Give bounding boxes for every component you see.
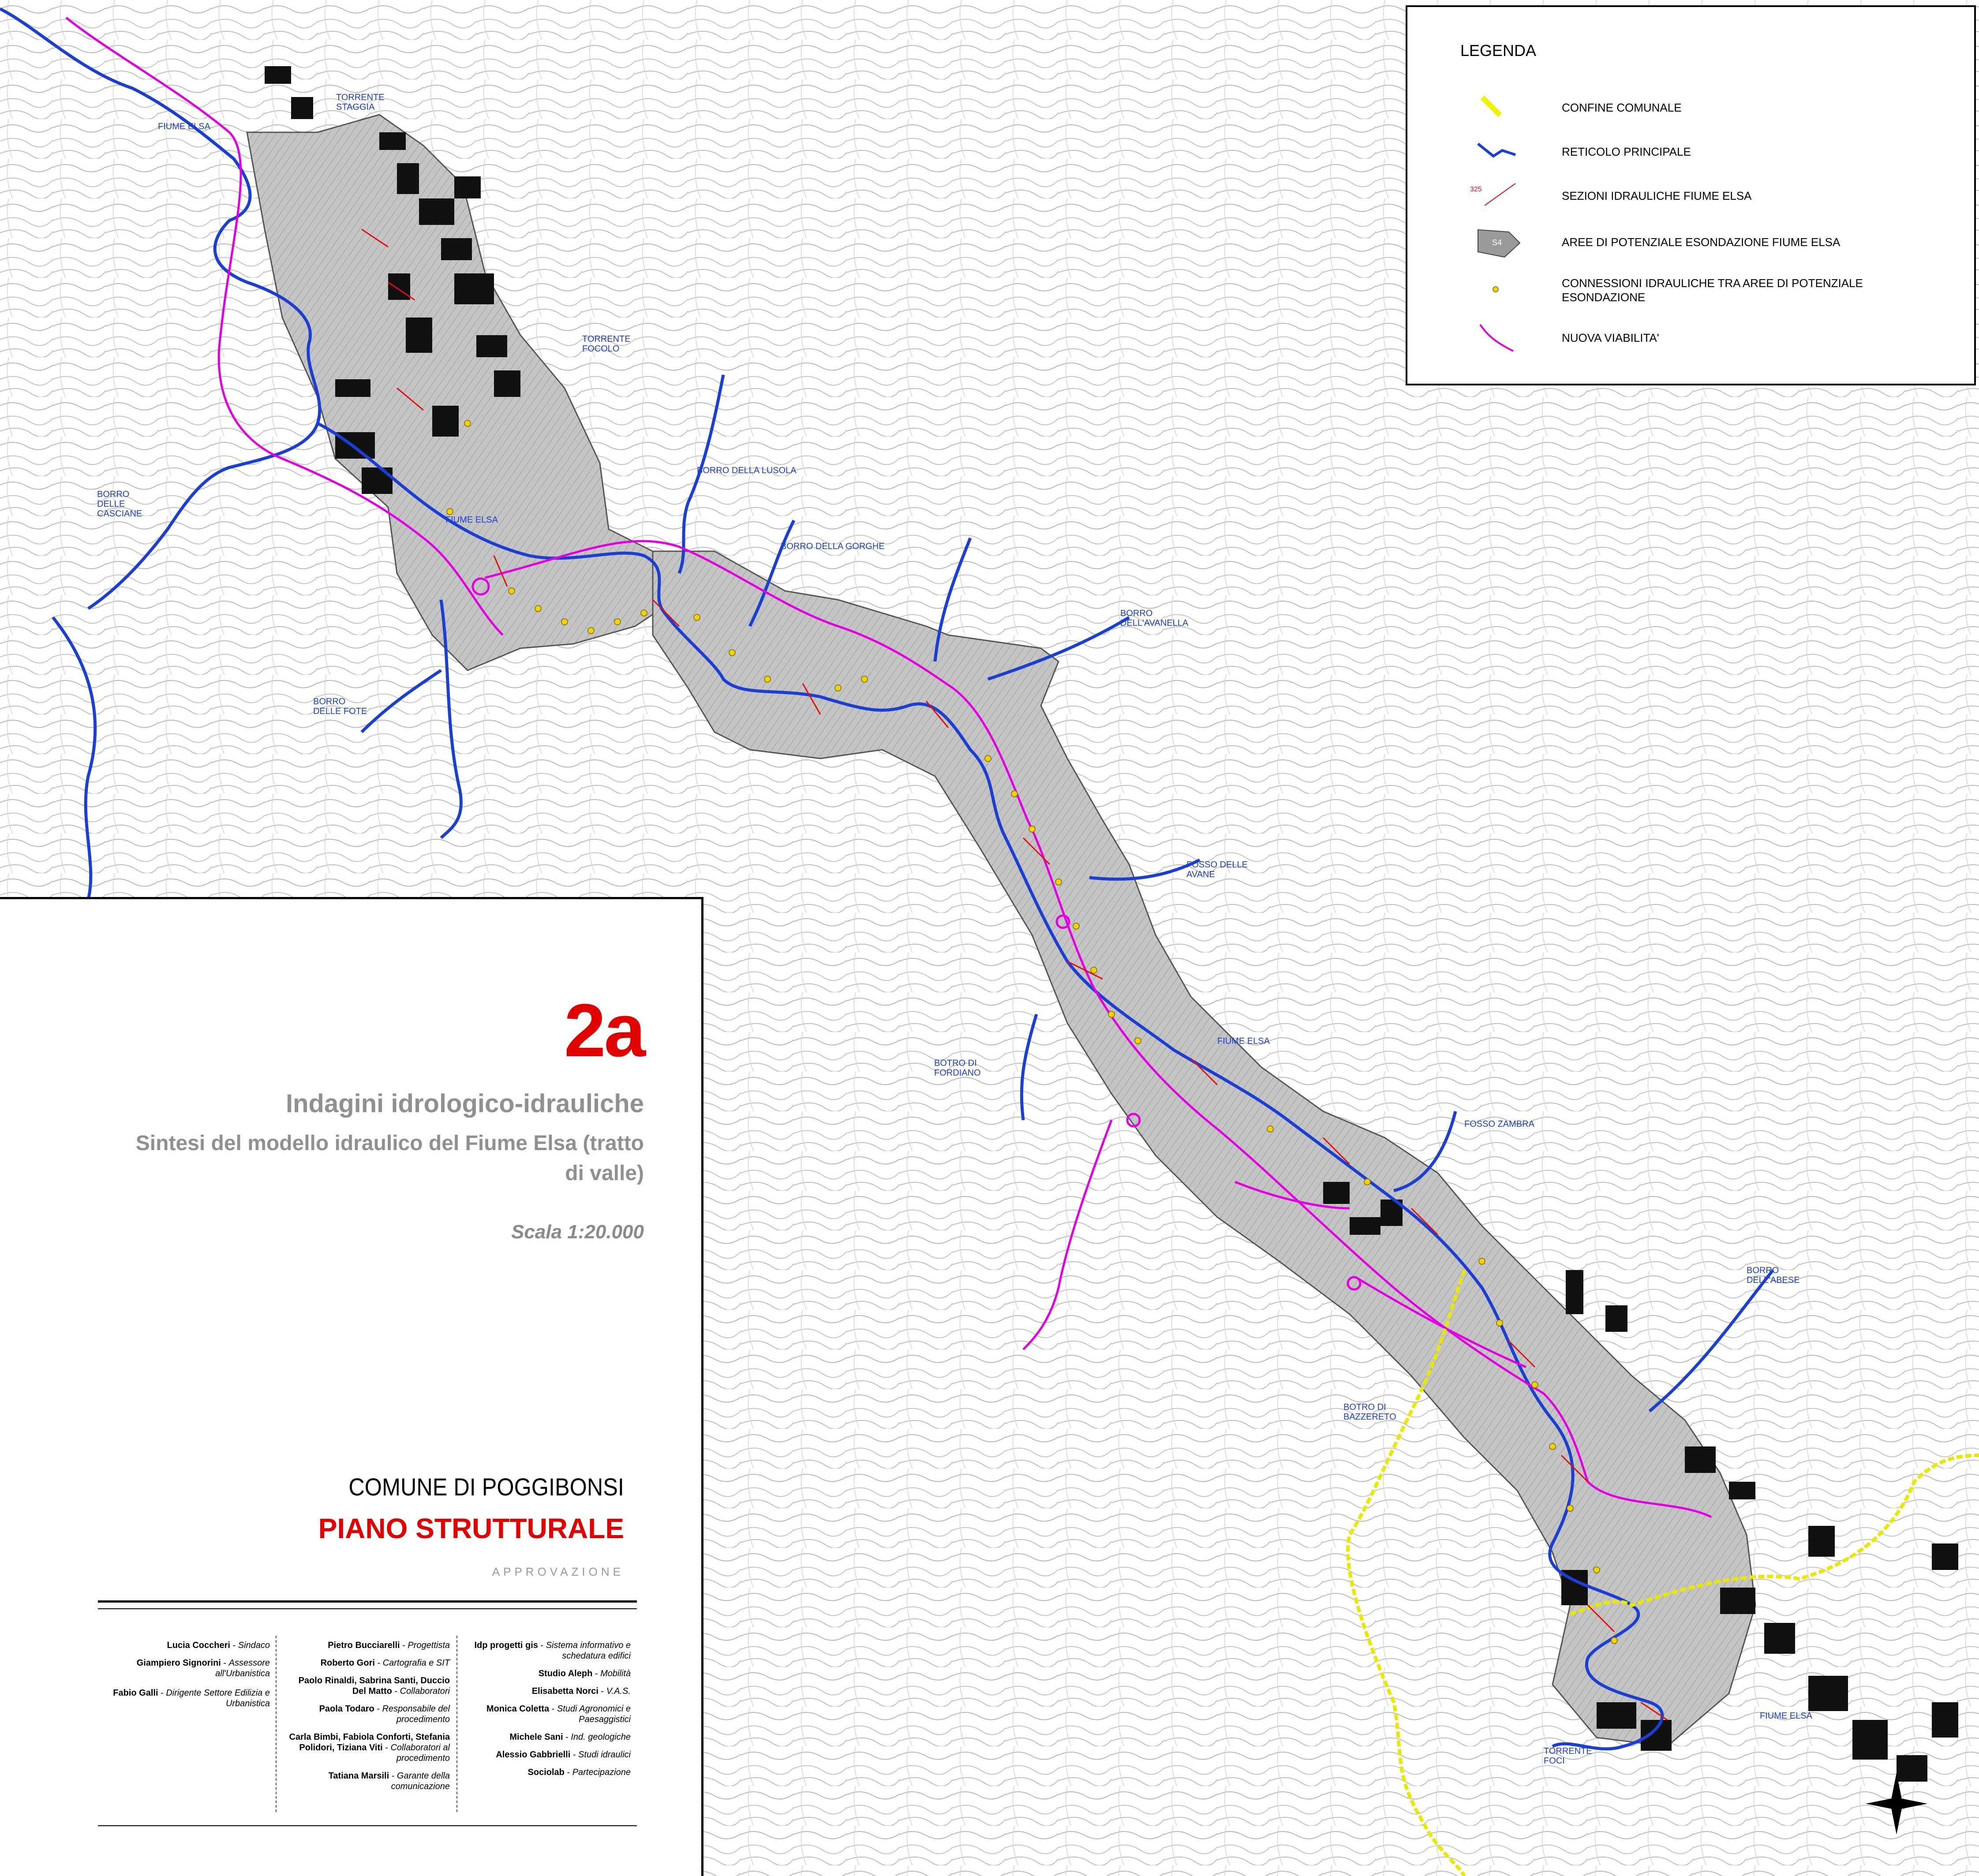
- plan-name: PIANO STRUTTURALE: [318, 1513, 624, 1544]
- north-arrow-icon: [1866, 1773, 1927, 1835]
- section-symbol-icon: 325: [1470, 183, 1516, 206]
- credit-entry: Studio Aleph - Mobilità: [538, 1669, 631, 1678]
- credit-entry: Lucia Coccheri - Sindaco: [167, 1641, 270, 1650]
- legend-label: AREE DI POTENZIALE ESONDAZIONE FIUME ELS…: [1562, 235, 1841, 249]
- sheet-subtitle: Sintesi del modello idraulico del Fiume …: [135, 1132, 644, 1185]
- river-network: [0, 7, 1774, 1751]
- credit-entry: Giampiero Signorini - Assessore all'Urba…: [136, 1658, 270, 1678]
- legend-item-roads: NUOVA VIABILITA': [1407, 320, 1972, 360]
- legend-label: RETICOLO PRINCIPALE: [1562, 145, 1691, 158]
- credit-entry: Roberto Gori - Cartografia e SIT: [320, 1658, 450, 1668]
- credit-entry: Paola Todaro - Responsabile del procedim…: [319, 1704, 450, 1724]
- map-label: FOSSO ZAMBRA: [1464, 1119, 1534, 1129]
- credit-entry: Tatiana Marsili - Garante della comunica…: [328, 1771, 450, 1791]
- credit-entry: Pietro Bucciarelli - Progettista: [328, 1641, 450, 1650]
- credit-entry: Monica Coletta - Studi Agronomici e Paes…: [486, 1704, 631, 1724]
- map-label: BORRO DELLA GORGHE: [781, 542, 885, 551]
- map-label: BORRO DELL'ABESE: [1747, 1266, 1800, 1285]
- divider: [98, 1608, 637, 1609]
- map-label: FOSSO DELLE AVANE: [1186, 860, 1248, 879]
- svg-text:S4: S4: [1492, 238, 1502, 247]
- comune-name: COMUNE DI POGGIBONSI: [348, 1473, 624, 1501]
- legend-label: NUOVA VIABILITA': [1562, 331, 1659, 344]
- credits-column-3: Idp progetti gis - Sistema informativo e…: [463, 1640, 631, 1785]
- legend-label: CONNESSIONI IDRAULICHE TRA AREE DI POTEN…: [1562, 277, 1863, 304]
- legend-item-sections: 325 SEZIONI IDRAULICHE FIUME ELSA: [1407, 179, 1972, 219]
- credit-entry: Paolo Rinaldi, Sabrina Santi, Duccio Del…: [298, 1676, 450, 1696]
- legend-box: LEGENDA CONFINE COMUNALE RETICOLO PRINCI…: [1406, 5, 1976, 385]
- credit-entry: Sociolab - Partecipazione: [527, 1768, 631, 1777]
- urban-buildings: [265, 66, 1958, 1782]
- connection-symbol-icon: [1493, 286, 1499, 292]
- svg-text:325: 325: [1470, 186, 1482, 193]
- map-label: BORRO DELLA LUSOLA: [697, 466, 797, 475]
- roundabouts: [471, 577, 1362, 1291]
- credit-entry: Idp progetti gis - Sistema informativo e…: [474, 1641, 631, 1661]
- map-label: BORRO DELLE CASCIANE: [97, 490, 142, 519]
- title-panel: 2a Indagini idrologico-idrauliche Sintes…: [0, 897, 703, 1876]
- new-roads: [65, 17, 1712, 1518]
- credits-column-1: Lucia Coccheri - Sindaco Giampiero Signo…: [98, 1640, 270, 1716]
- municipal-boundary: [1346, 1269, 1979, 1876]
- approval-stage: APPROVAZIONE: [492, 1565, 624, 1578]
- map-label: TORRENTE FOCOLO: [582, 334, 631, 354]
- legend-item-flood-areas: S4 AREE DI POTENZIALE ESONDAZIONE FIUME …: [1407, 225, 1972, 265]
- sheet-number: 2a: [564, 989, 646, 1073]
- legend-label: CONFINE COMUNALE: [1562, 101, 1682, 114]
- column-separator: [276, 1636, 277, 1812]
- road-symbol-icon: [1479, 324, 1514, 352]
- map-label: TORRENTE STAGGIA: [336, 93, 385, 112]
- map-label: FIUME ELSA: [1217, 1036, 1270, 1046]
- map-label: FIUME ELSA: [158, 122, 210, 131]
- divider: [98, 1825, 637, 1826]
- hydraulic-sections: [361, 228, 1668, 1721]
- sheet-title: Indagini idrologico-idrauliche: [285, 1089, 644, 1118]
- boundary-symbol-icon: [1480, 95, 1502, 117]
- map-label: TORRENTE FOCI: [1544, 1746, 1592, 1766]
- legend-item-connections: CONNESSIONI IDRAULICHE TRA AREE DI POTEN…: [1407, 272, 1972, 316]
- column-separator: [456, 1636, 458, 1812]
- scale-label: Scala 1:20.000: [511, 1221, 644, 1243]
- legend-item-river: RETICOLO PRINCIPALE: [1407, 135, 1972, 175]
- legend-title: LEGENDA: [1460, 41, 1537, 60]
- credit-entry: Carla Bimbi, Fabiola Conforti, Stefania …: [289, 1732, 450, 1763]
- credit-entry: Elisabetta Norci - V.A.S.: [531, 1686, 631, 1696]
- legend-label: SEZIONI IDRAULICHE FIUME ELSA: [1562, 189, 1752, 202]
- hydraulic-connections: [446, 420, 1618, 1644]
- map-label: FIUME ELSA: [1760, 1711, 1812, 1721]
- credits-column-2: Pietro Bucciarelli - Progettista Roberto…: [282, 1640, 450, 1799]
- map-label: FIUME ELSA: [445, 515, 498, 525]
- map-label: BORRO DELLE FOTE: [313, 697, 367, 716]
- map-label: BORRO DELL'AVANELLA: [1120, 609, 1189, 628]
- credit-entry: Alessio Gabbrielli - Studi idraulici: [496, 1750, 631, 1760]
- flood-area-symbol-icon: S4: [1478, 229, 1521, 258]
- river-symbol-icon: [1477, 142, 1516, 158]
- credit-entry: Fabio Galli - Dirigente Settore Edilizia…: [113, 1688, 270, 1708]
- credit-entry: Michele Sani - Ind. geologiche: [509, 1732, 631, 1742]
- map-label: BOTRO DI BAZZERETO: [1343, 1402, 1396, 1422]
- legend-item-boundary: CONFINE COMUNALE: [1407, 91, 1972, 131]
- map-label: BOTRO DI FORDIANO: [934, 1058, 981, 1078]
- divider: [98, 1600, 637, 1603]
